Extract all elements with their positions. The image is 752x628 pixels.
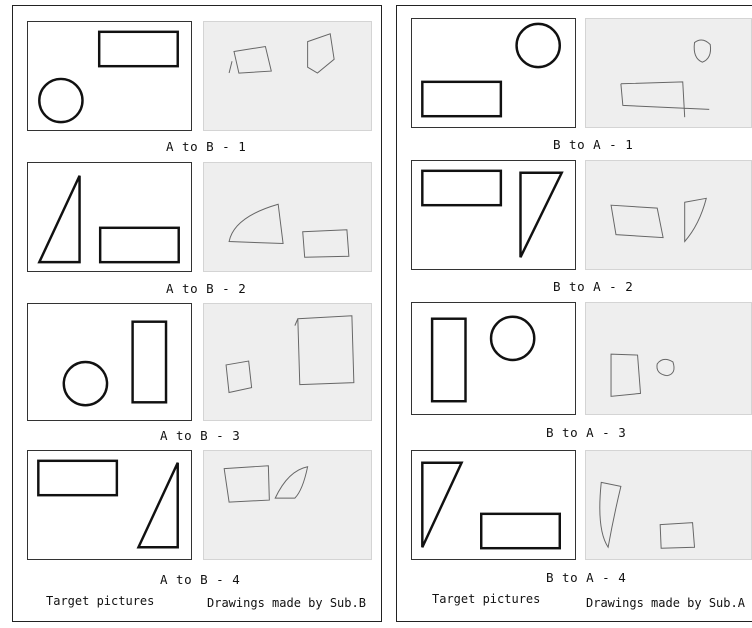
caption-b-to-a-1: B to A - 1 — [553, 137, 633, 152]
target-picture-b-to-a-3 — [411, 302, 576, 415]
caption-a-to-b-1: A to B - 1 — [166, 139, 246, 154]
drawing-b-to-a-3 — [585, 302, 752, 415]
target-picture-a-to-b-3 — [27, 303, 192, 421]
caption-b-to-a-3: B to A - 3 — [546, 425, 626, 440]
drawing-a-to-b-3 — [203, 303, 372, 421]
drawing-a-to-b-2 — [203, 162, 372, 272]
caption-b-to-a-2: B to A - 2 — [553, 279, 633, 294]
footer-drawings-sub-b: Drawings made by Sub.B — [207, 596, 366, 610]
footer-target-pictures-right: Target pictures — [432, 592, 540, 606]
footer-drawings-sub-a: Drawings made by Sub.A — [586, 596, 745, 610]
caption-a-to-b-3: A to B - 3 — [160, 428, 240, 443]
drawing-a-to-b-1 — [203, 21, 372, 131]
target-picture-b-to-a-4 — [411, 450, 576, 560]
caption-a-to-b-2: A to B - 2 — [166, 281, 246, 296]
target-picture-a-to-b-1 — [27, 21, 192, 131]
footer-target-pictures-left: Target pictures — [46, 594, 154, 608]
target-picture-a-to-b-2 — [27, 162, 192, 272]
drawing-b-to-a-2 — [585, 160, 752, 270]
target-picture-b-to-a-1 — [411, 18, 576, 128]
target-picture-a-to-b-4 — [27, 450, 192, 560]
caption-a-to-b-4: A to B - 4 — [160, 572, 240, 587]
caption-b-to-a-4: B to A - 4 — [546, 570, 626, 585]
drawing-b-to-a-1 — [585, 18, 752, 128]
drawing-b-to-a-4 — [585, 450, 752, 560]
target-picture-b-to-a-2 — [411, 160, 576, 270]
drawing-a-to-b-4 — [203, 450, 372, 560]
